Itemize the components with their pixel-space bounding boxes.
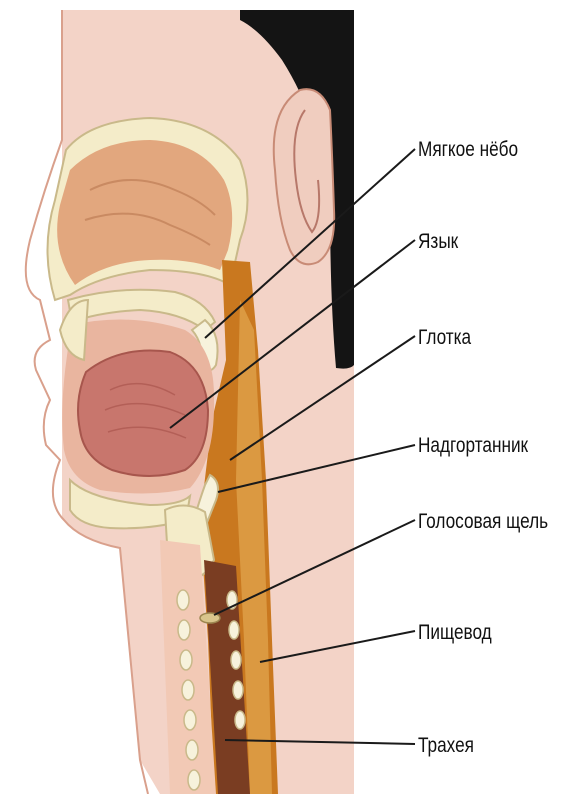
label-epiglottis: Надгортанник (418, 435, 529, 458)
rear-ring (235, 711, 245, 729)
label-glottis: Голосовая щель (418, 511, 548, 534)
rear-ring (231, 651, 241, 669)
trachea-ring (188, 770, 200, 790)
label-trachea: Трахея (418, 735, 474, 758)
trachea-ring (177, 590, 189, 610)
label-esophagus: Пищевод (418, 622, 492, 645)
rear-ring (233, 681, 243, 699)
rear-ring (229, 621, 239, 639)
label-pharynx: Глотка (418, 327, 471, 350)
label-tongue: Язык (418, 231, 459, 254)
trachea-ring (182, 680, 194, 700)
trachea-ring (186, 740, 198, 760)
label-soft-palate: Мягкое нёбо (418, 139, 518, 162)
trachea-ring (184, 710, 196, 730)
trachea-ring (180, 650, 192, 670)
trachea-ring (178, 620, 190, 640)
